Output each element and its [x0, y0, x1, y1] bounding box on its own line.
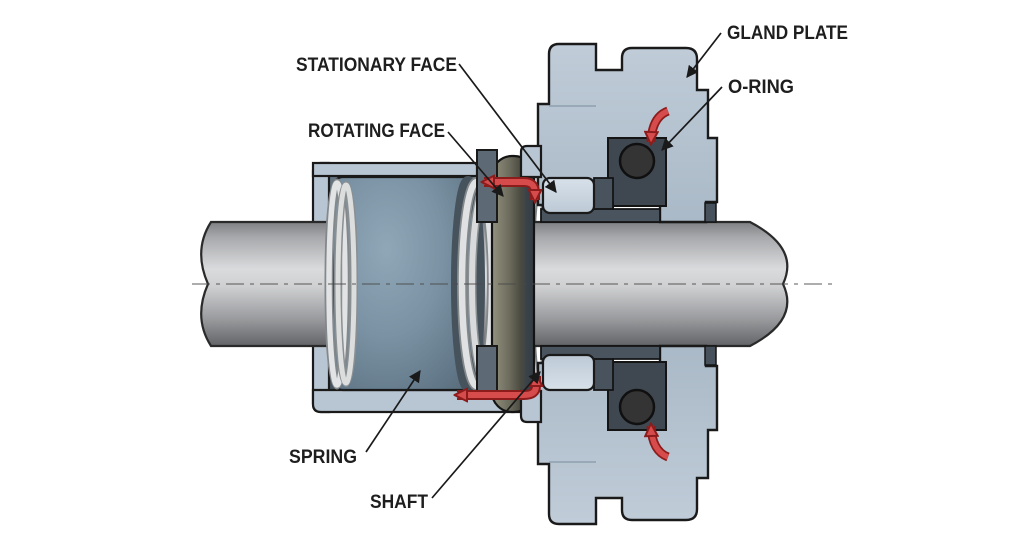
label-stationary-face: STATIONARY FACE	[296, 55, 457, 76]
leader-spring	[365, 370, 421, 453]
flow-arrow-oring-bottom	[651, 426, 670, 460]
leader-o-ring	[661, 86, 723, 151]
flow-arrow-bottom	[457, 376, 536, 395]
flow-arrows	[457, 106, 670, 462]
leader-rotating-face	[447, 131, 504, 197]
label-o-ring: O-RING	[728, 77, 794, 98]
housing-top-wall	[311, 161, 479, 178]
flow-arrow-oring-top	[651, 108, 670, 142]
leader-stationary-face	[458, 63, 557, 193]
leader-gland-plate	[686, 32, 722, 78]
leader-shaft	[431, 371, 541, 499]
clamp-block	[593, 177, 614, 210]
flow-arrow-top	[484, 182, 535, 200]
leader-lines	[365, 32, 723, 499]
o-ring	[618, 142, 656, 180]
gland-plate-bottom-half	[519, 344, 719, 526]
retainer-band-bottom	[476, 345, 498, 393]
label-gland-plate: GLAND PLATE	[727, 23, 848, 44]
label-spring: SPRING	[289, 447, 357, 468]
label-shaft: SHAFT	[370, 492, 428, 513]
bore-recess	[704, 202, 717, 223]
stationary-face	[541, 176, 596, 215]
gland-plate-top-half	[519, 42, 719, 224]
label-rotating-face: ROTATING FACE	[308, 121, 445, 142]
